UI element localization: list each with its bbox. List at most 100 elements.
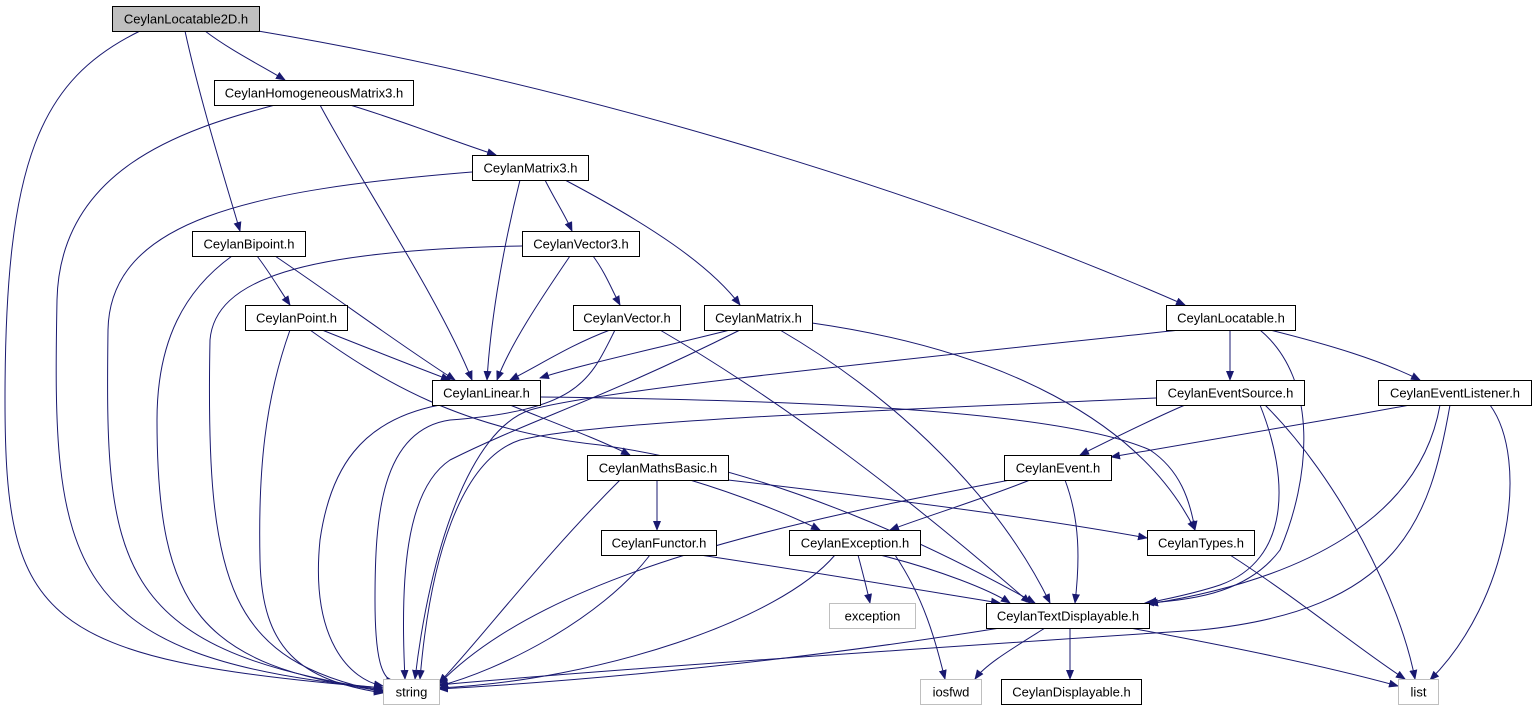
edge-mathsbasic-to-exception [689,479,821,531]
edge-matrix-to-linear [539,329,731,380]
edge-bipoint-to-string [156,255,384,694]
edge-functor-to-string [438,554,651,688]
edge-vector-to-textdisplayable [659,329,1031,604]
node-locatable2d[interactable]: CeylanLocatable2D.h [112,6,260,32]
edge-vector3-to-string [208,245,523,695]
node-matrix3[interactable]: CeylanMatrix3.h [472,155,589,181]
edge-locatable2d-to-string [4,30,384,692]
edges-layer [4,30,1511,696]
edge-eventlistener-to-event [1110,404,1411,460]
edge-locatable2d-to-bipoint [184,30,242,232]
node-box [1166,305,1296,331]
node-label: CeylanException.h [801,536,909,551]
node-label: CeylanMatrix.h [715,311,802,326]
node-types[interactable]: CeylanTypes.h [1147,530,1255,556]
node-displayable[interactable]: CeylanDisplayable.h [1001,679,1142,705]
node-box [1147,530,1255,556]
edge-textdisplayable-to-list [1129,627,1399,688]
node-homomatrix3[interactable]: CeylanHomogeneousMatrix3.h [214,80,414,106]
edge-textdisplayable-to-string [438,627,1001,693]
node-bipoint[interactable]: CeylanBipoint.h [192,231,306,257]
node-label: CeylanMatrix3.h [484,161,578,176]
edge-linear-to-string [318,404,441,689]
edge-eventlistener-to-string [438,404,1451,689]
node-linear[interactable]: CeylanLinear.h [432,380,541,406]
node-box [704,305,813,331]
node-mathsbasic[interactable]: CeylanMathsBasic.h [587,455,729,481]
node-box [986,603,1150,629]
node-functor[interactable]: CeylanFunctor.h [601,530,717,556]
node-box [920,679,982,705]
edge-matrix3-to-matrix [564,179,741,306]
edge-eventsource-to-textdisplayable [1147,404,1280,605]
edge-point-to-string [259,329,384,696]
node-label: CeylanTypes.h [1158,536,1244,551]
node-box [112,6,260,32]
node-box [1001,679,1142,705]
node-label: CeylanHomogeneousMatrix3.h [225,86,403,101]
node-point[interactable]: CeylanPoint.h [245,305,348,331]
edge-eventsource-to-string [416,397,1157,680]
node-label: CeylanTextDisplayable.h [997,609,1139,624]
node-label: list [1411,685,1427,700]
edge-matrix-to-textdisplayable [779,329,1051,604]
node-label: CeylanEvent.h [1016,461,1101,476]
node-textdisplayable[interactable]: CeylanTextDisplayable.h [986,603,1150,629]
node-box [1398,679,1439,705]
node-exception[interactable]: CeylanException.h [789,530,921,556]
edge-homomatrix3-to-matrix3 [349,104,497,157]
node-box [192,231,306,257]
edge-linear-to-mathsbasic [509,404,631,456]
node-vector3[interactable]: CeylanVector3.h [522,231,640,257]
edge-event-to-exception [889,479,1031,531]
edge-linear-to-types [539,396,1198,531]
node-label: CeylanEventListener.h [1390,386,1520,401]
edge-eventlistener-to-textdisplayable [1148,404,1441,607]
node-matrix[interactable]: CeylanMatrix.h [704,305,813,331]
node-label: CeylanPoint.h [256,311,337,326]
edge-types-to-list [1229,554,1406,680]
nodes-layer: CeylanLocatable2D.hCeylanHomogeneousMatr… [112,6,1532,705]
node-locatable[interactable]: CeylanLocatable.h [1166,305,1296,331]
edge-locatable-to-eventlistener [1269,329,1421,381]
node-label: iosfwd [933,685,970,700]
node-box [1156,380,1305,406]
node-eventsource[interactable]: CeylanEventSource.h [1156,380,1305,406]
node-event[interactable]: CeylanEvent.h [1004,455,1112,481]
edge-matrix3-to-vector3 [544,179,573,232]
node-box [245,305,348,331]
edge-homomatrix3-to-linear [319,104,473,381]
node-label: CeylanMathsBasic.h [599,461,718,476]
node-eventlistener[interactable]: CeylanEventListener.h [1378,380,1532,406]
node-label: CeylanVector3.h [533,237,628,252]
edge-matrix3-to-string [107,171,473,693]
edge-exception-to-textdisplayable [879,554,1011,604]
edge-event-to-textdisplayable [1064,479,1081,604]
edge-eventsource-to-event [1079,404,1186,456]
node-label: CeylanVector.h [583,311,670,326]
edge-point-to-linear [321,329,451,381]
edge-eventlistener-to-list [1429,404,1511,681]
node-box [383,679,440,705]
node-label: CeylanLinear.h [443,386,530,401]
node-iosfwd: iosfwd [920,679,982,705]
node-label: CeylanBipoint.h [203,237,294,252]
node-box [214,80,414,106]
node-label: CeylanEventSource.h [1168,386,1294,401]
node-label: CeylanDisplayable.h [1012,685,1131,700]
node-label: CeylanLocatable2D.h [124,12,248,27]
node-box [1378,380,1532,406]
node-std_exception: exception [829,603,916,629]
edge-matrix3-to-linear [483,179,521,381]
edge-vector3-to-vector [592,255,621,306]
edge-functor-to-textdisplayable [699,554,1001,606]
node-label: CeylanFunctor.h [612,536,707,551]
node-label: string [396,685,428,700]
node-label: CeylanLocatable.h [1177,311,1285,326]
edge-locatable2d-to-homomatrix3 [204,30,286,81]
edge-locatable2d-to-locatable [257,30,1186,306]
node-string: string [383,679,440,705]
edge-event-to-string [438,479,1011,685]
node-vector[interactable]: CeylanVector.h [573,305,681,331]
